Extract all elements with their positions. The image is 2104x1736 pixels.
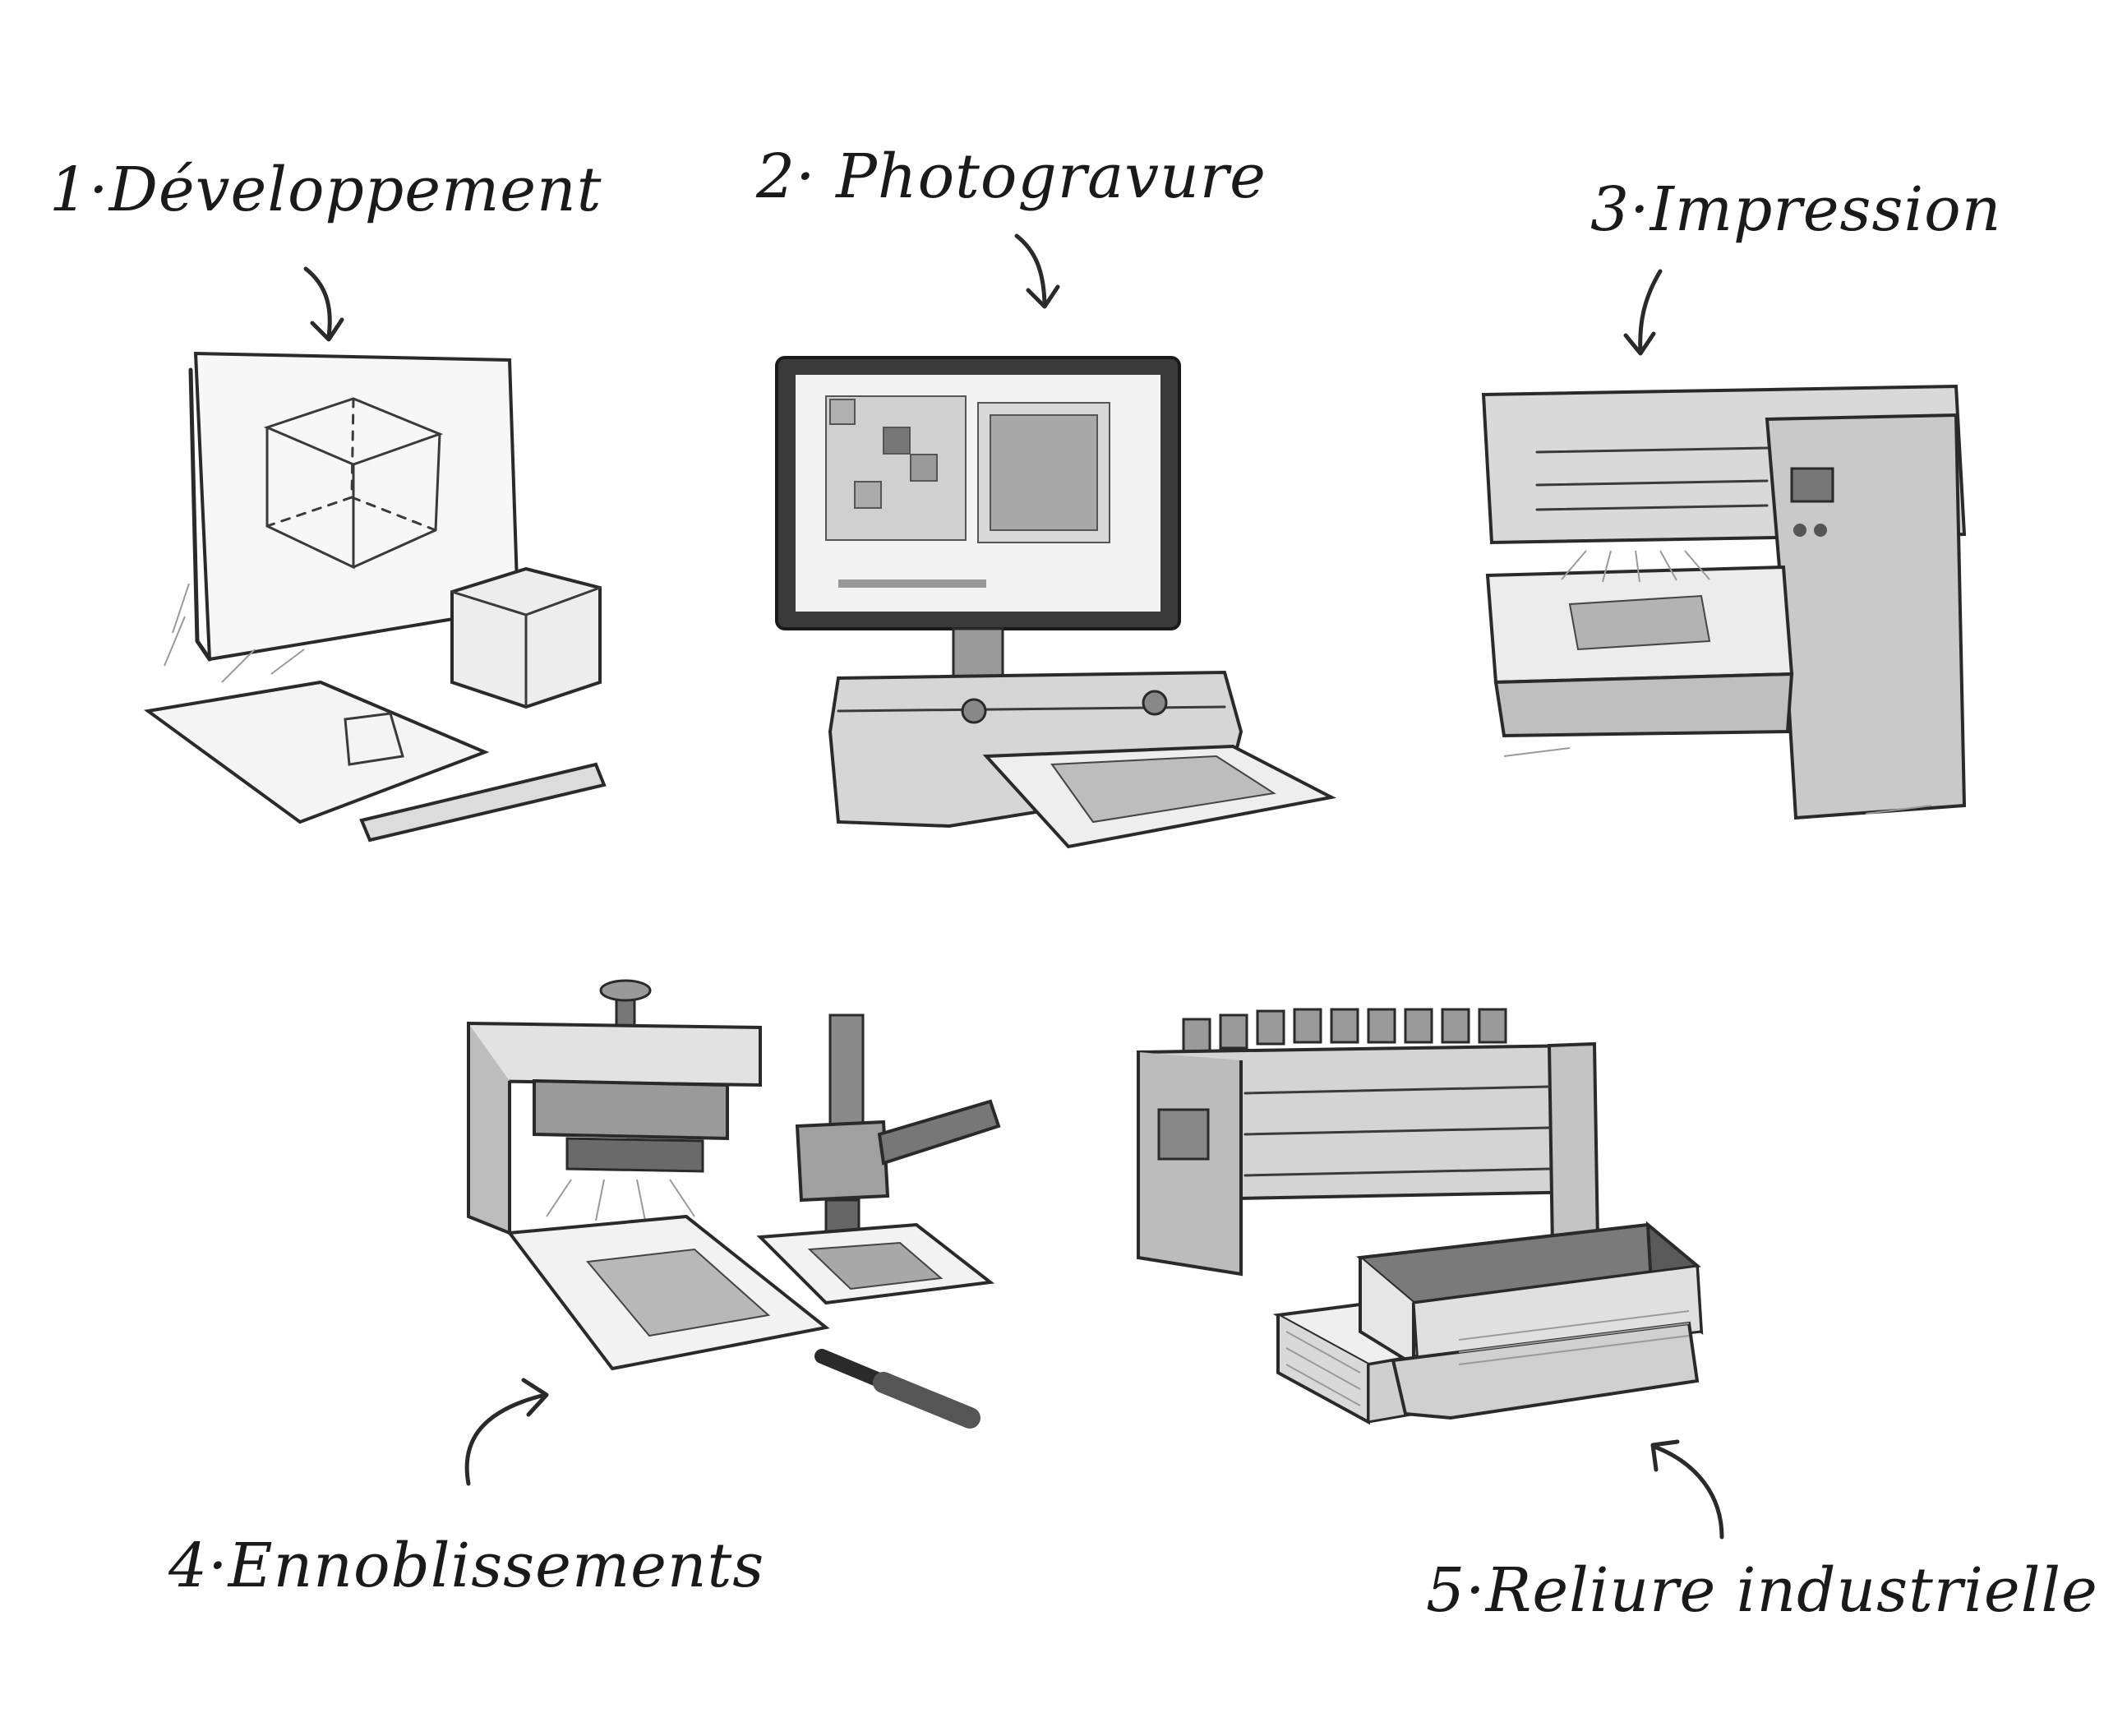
- step-1-label: 1·Développement: [49, 155, 602, 225]
- photogravure-illustration: [775, 356, 1337, 849]
- step-5-label: 5·Reliure industrielle: [1426, 1555, 2098, 1626]
- step-4-label: 4·Ennoblissements: [168, 1531, 765, 1601]
- arrow-1-icon: [303, 266, 344, 342]
- arrow-3-icon: [1623, 269, 1663, 356]
- development-illustration: [143, 351, 607, 843]
- arrow-5-icon: [1650, 1439, 1724, 1540]
- arrow-2-icon: [1014, 233, 1060, 309]
- reliure-illustration: [1136, 1008, 1704, 1425]
- step-2-label: 2· Photogravure: [756, 141, 1267, 212]
- monitor-grid: [825, 395, 1110, 543]
- arrow-4-icon: [464, 1378, 549, 1486]
- impression-illustration: [1481, 384, 1967, 820]
- ennoblissements-illustration: [467, 979, 1001, 1429]
- step-3-label: 3·Impression: [1590, 174, 2002, 245]
- ink-bottles: [1182, 1008, 1507, 1054]
